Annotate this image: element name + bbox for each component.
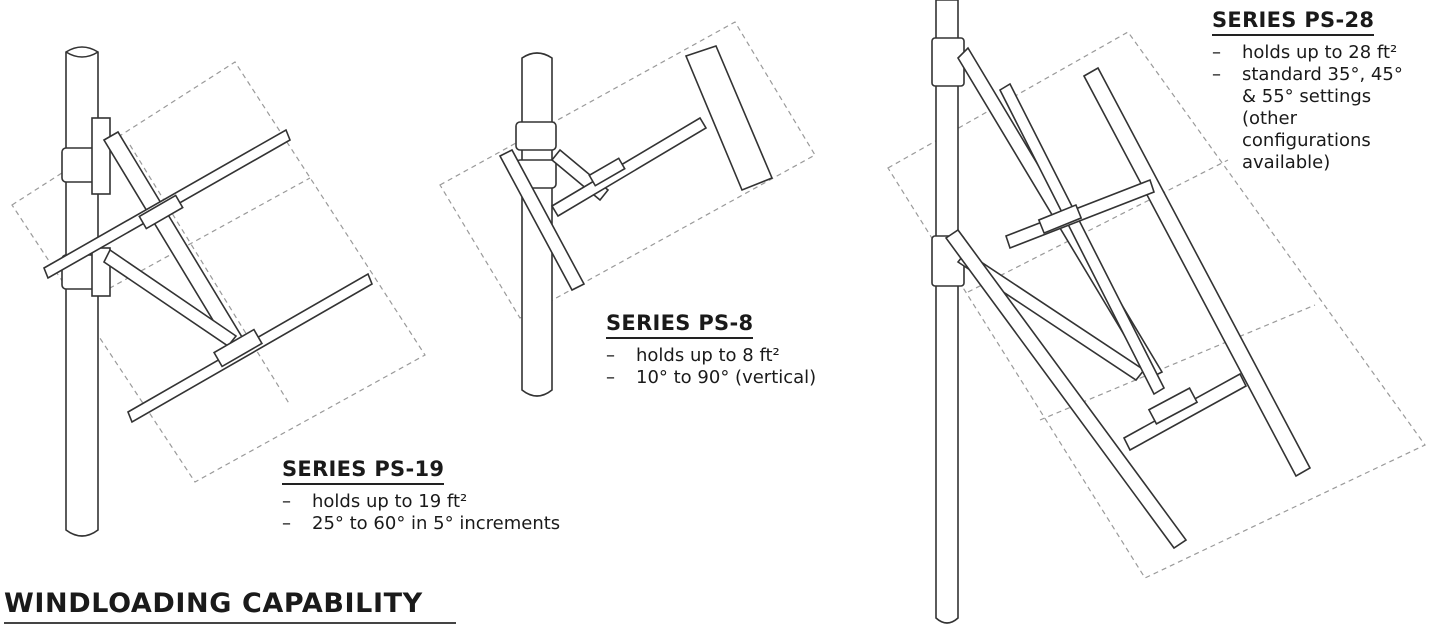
ps-19-panel-divider [129, 144, 291, 406]
ps-8-spec-item: –holds up to 8 ft² [606, 345, 780, 366]
ps-28-pole [935, 0, 959, 624]
ps-28-spec-item: –standard 35°, 45° & 55° settings (other… [1212, 64, 1403, 173]
ps-28-panel-outline [887, 31, 1426, 579]
ps-8-rear-rail [684, 45, 774, 192]
ps-19-illustration [11, 46, 426, 537]
ps-8-arm [550, 116, 708, 218]
ps-8-rail-mount [588, 157, 626, 187]
ps-28-panel-divider [1039, 304, 1316, 421]
ps-28-panel-divider [967, 159, 1229, 293]
ps-28-caption: SERIES PS-28 –holds up to 28 ft² –standa… [1212, 8, 1452, 174]
ps-19-pole-cap [65, 51, 99, 58]
ps-28-center-rail [998, 82, 1166, 396]
ps-8-upper-clamp [515, 121, 557, 151]
ps-19-spec-list: –holds up to 19 ft² –25° to 60° in 5° in… [282, 491, 642, 535]
ps-8-title: SERIES PS-8 [606, 311, 754, 339]
ps-28-lower-rail-mount [1147, 387, 1199, 425]
page-heading: WINDLOADING CAPABILITY [4, 588, 423, 619]
ps-8-illustration [439, 21, 816, 397]
ps-19-upper-bracket [91, 117, 111, 195]
ps-19-upper-rail-mount [138, 194, 184, 230]
heading-underline [4, 622, 456, 624]
ps-19-caption: SERIES PS-19 –holds up to 19 ft² –25° to… [282, 457, 642, 535]
ps-19-spec-item: –holds up to 19 ft² [282, 491, 468, 512]
ps-28-upper-clamp [931, 37, 965, 87]
ps-19-spec-item: –25° to 60° in 5° increments [282, 513, 561, 534]
ps-28-lower-cross-arm [1122, 372, 1248, 452]
ps-19-title: SERIES PS-19 [282, 457, 445, 485]
ps-8-spec-list: –holds up to 8 ft² –10° to 90° (vertical… [606, 345, 906, 389]
ps-28-upper-rail-mount [1037, 203, 1083, 235]
ps-28-title: SERIES PS-28 [1212, 8, 1375, 36]
ps-19-panel-outline [11, 61, 426, 483]
ps-28-illustration [887, 0, 1426, 624]
ps-8-spec-item: –10° to 90° (vertical) [606, 367, 817, 388]
ps-8-caption: SERIES PS-8 –holds up to 8 ft² –10° to 9… [606, 311, 906, 389]
ps-19-lower-rail-mount [212, 328, 264, 368]
ps-28-right-rail [1082, 66, 1312, 478]
ps-28-left-rail [944, 228, 1188, 550]
ps-19-lower-brace [102, 248, 238, 348]
ps-28-spec-item: –holds up to 28 ft² [1212, 42, 1398, 63]
ps-8-front-rail [498, 148, 586, 292]
ps-28-spec-list: –holds up to 28 ft² –standard 35°, 45° &… [1212, 42, 1452, 174]
